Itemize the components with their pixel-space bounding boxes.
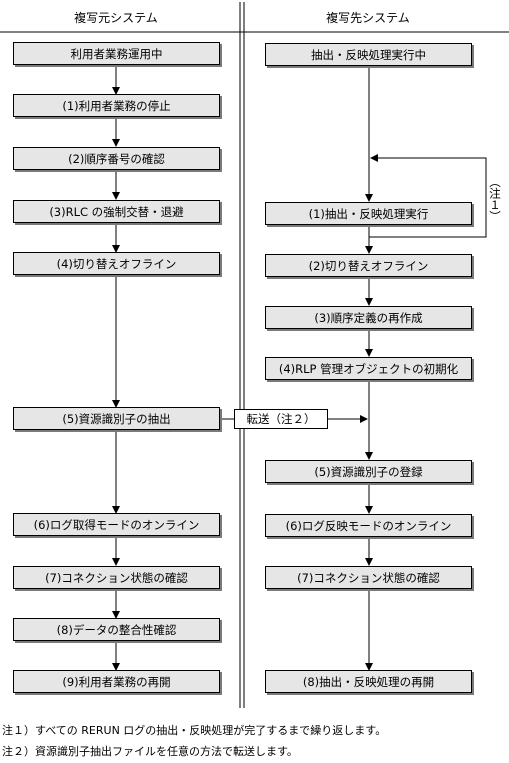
source-step-9: (9)利用者業務の再開 <box>13 670 220 693</box>
source-step-running: 利用者業務運用中 <box>13 42 220 65</box>
source-step-8: (8)データの整合性確認 <box>13 618 220 641</box>
loop-note-text: （注１） <box>488 176 502 222</box>
target-step-running: 抽出・反映処理実行中 <box>265 43 472 66</box>
target-system-header: 複写先システム <box>326 11 410 25</box>
target-step-5: (5)資源識別子の登録 <box>265 460 472 483</box>
target-step-2: (2)切り替えオフライン <box>265 254 472 277</box>
source-step-5: (5)資源識別子の抽出 <box>13 407 220 430</box>
target-step-6: (6)ログ反映モードのオンライン <box>265 514 472 537</box>
footnote-1: 注１）すべての RERUN ログの抽出・反映処理が完了するまで繰り返します。 <box>2 724 387 737</box>
source-step-4: (4)切り替えオフライン <box>13 252 220 275</box>
target-step-8: (8)抽出・反映処理の再開 <box>265 670 472 693</box>
source-step-3: (3)RLC の強制交替・退避 <box>13 200 220 223</box>
target-step-1: (1)抽出・反映処理実行 <box>265 202 472 225</box>
source-step-2: (2)順序番号の確認 <box>13 147 220 170</box>
target-step-7: (7)コネクション状態の確認 <box>265 566 472 589</box>
loop-note: （注１） <box>488 176 502 222</box>
retry-loop <box>369 154 487 238</box>
target-step-3: (3)順序定義の再作成 <box>265 306 472 329</box>
transfer-label: 転送（注２） <box>234 409 328 429</box>
target-step-4: (4)RLP 管理オブジェクトの初期化 <box>265 357 472 380</box>
footnote-2: 注２）資源識別子抽出ファイルを任意の方法で転送します。 <box>2 745 298 758</box>
source-system-header: 複写元システム <box>74 11 158 25</box>
source-step-1: (1)利用者業務の停止 <box>13 94 220 117</box>
source-step-6: (6)ログ取得モードのオンライン <box>13 513 220 536</box>
source-step-7: (7)コネクション状態の確認 <box>13 566 220 589</box>
